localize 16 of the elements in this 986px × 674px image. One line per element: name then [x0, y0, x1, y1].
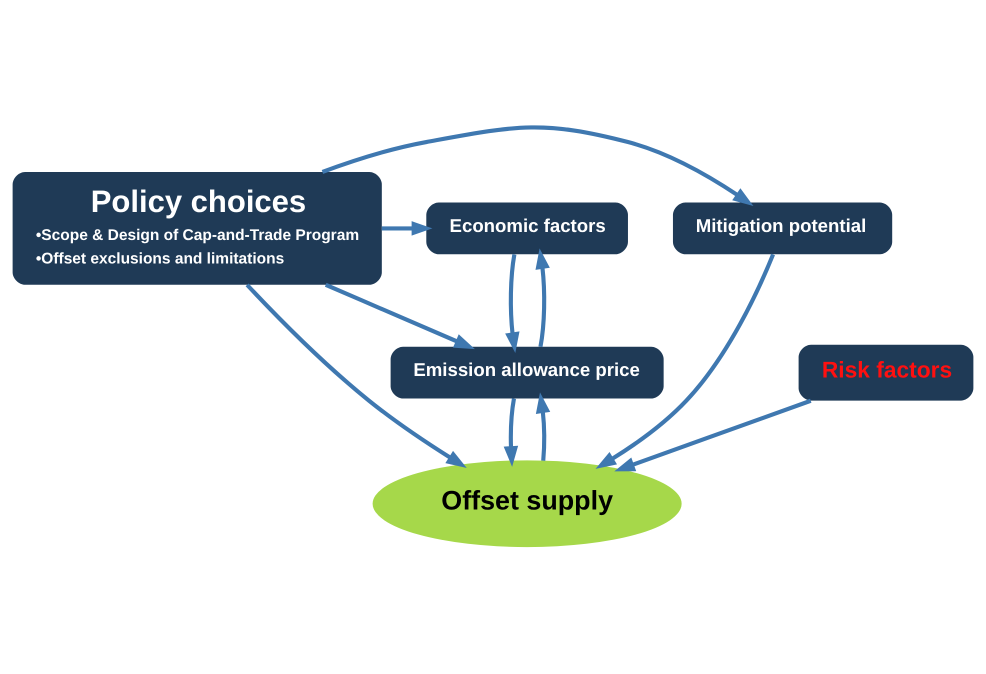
arrow — [322, 125, 754, 206]
arrow — [246, 283, 467, 468]
node-box: Policy choices •Scope & Design of Cap-and-Trade Program •Offset exclusions and limitations — [12, 172, 382, 285]
arrow — [535, 248, 550, 348]
node-box: Emission allowance price — [390, 346, 664, 399]
arrow — [324, 282, 475, 350]
arrow — [614, 398, 812, 472]
arrow — [536, 392, 550, 461]
arrow — [596, 254, 775, 469]
arrow — [382, 221, 432, 236]
node-box: Economic factors — [426, 202, 628, 254]
node-box: Risk factors — [798, 344, 974, 401]
arrow — [505, 254, 520, 353]
arrow — [504, 398, 518, 467]
node-box: Mitigation potential — [672, 202, 892, 254]
node-ellipse: Offset supply — [372, 460, 682, 548]
